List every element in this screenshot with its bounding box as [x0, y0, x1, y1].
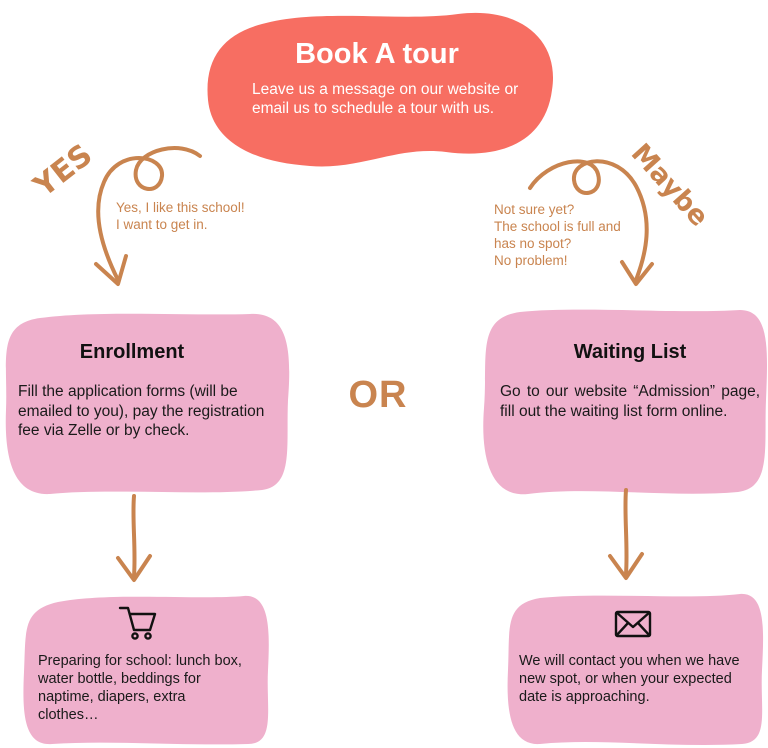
- preparing-box-shape: [23, 595, 269, 745]
- tour-blob: [207, 12, 554, 167]
- yes-note-line: I want to get in.: [116, 217, 208, 232]
- maybe-note-line: has no spot?: [494, 236, 572, 251]
- waiting-arrowhead: [608, 552, 644, 580]
- enrollment-down-arrow: [131, 494, 137, 578]
- enrollment-arrowhead: [116, 554, 152, 582]
- waiting-down-arrow: [623, 488, 629, 576]
- maybe-note: Not sure yet? The school is full and has…: [494, 201, 654, 269]
- waiting-list-description: Go to our website “Admission” page, fill…: [500, 383, 760, 420]
- contact-box-shape: [507, 593, 764, 745]
- shopping-cart-icon: [118, 606, 157, 640]
- yes-arrowhead: [94, 254, 128, 286]
- yes-note: Yes, I like this school! I want to get i…: [116, 199, 276, 233]
- maybe-curly-arrow: [528, 159, 649, 282]
- enrollment-title: Enrollment: [79, 341, 185, 363]
- waiting-list-title: Waiting List: [573, 341, 687, 363]
- preparing-description: Preparing for school: lunch box, water b…: [38, 653, 242, 723]
- enrollment-box-shape: [5, 313, 290, 495]
- yes-note-line: Yes, I like this school!: [116, 200, 245, 215]
- or-label: OR: [348, 374, 408, 416]
- tour-title: Book A tour: [295, 38, 459, 70]
- yes-label: YES: [27, 137, 100, 204]
- yes-curly-arrow: [96, 146, 202, 282]
- contact-description: We will contact you when we have new spo…: [519, 653, 740, 705]
- enrollment-description: Fill the application forms (will be emai…: [18, 383, 265, 439]
- tour-description: Leave us a message on our website or ema…: [252, 81, 519, 117]
- maybe-arrowhead: [620, 260, 654, 286]
- maybe-note-line: The school is full and: [494, 219, 621, 234]
- waiting-list-box-shape: [483, 309, 767, 495]
- envelope-icon: [614, 610, 652, 638]
- maybe-note-line: No problem!: [494, 253, 568, 268]
- maybe-note-line: Not sure yet?: [494, 202, 575, 217]
